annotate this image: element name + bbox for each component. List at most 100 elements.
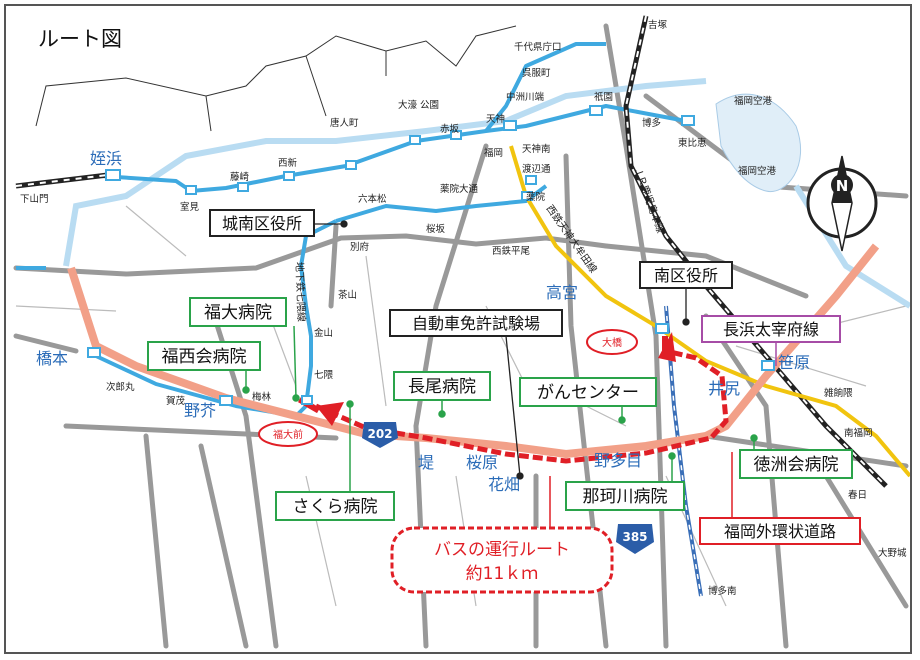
fukunishi-hosp-box: 福西会病院	[147, 341, 261, 371]
route-map: ルート図 N 姪浜 橋本 野芥 高宮 井尻 笹原 堤 桜原 野多目 花畑 千代県…	[4, 4, 912, 654]
route-202-number: 202	[367, 427, 392, 441]
ohashi-oval: 大橋	[586, 329, 638, 355]
nagao-hosp-label: 長尾病院	[408, 377, 476, 397]
stn-sakurazaka: 桜坂	[426, 223, 446, 235]
nagao-hosp-box: 長尾病院	[393, 371, 491, 401]
stn-muromi: 室見	[180, 201, 200, 213]
stn-nanakuma: 七隈	[314, 370, 334, 381]
place-notame: 野多目	[594, 451, 642, 470]
map-title: ルート図	[38, 27, 122, 51]
gaikan-box: 福岡外環状道路	[699, 517, 861, 545]
stn-kasuga: 春日	[848, 489, 867, 501]
fukudai-hosp-box: 福大病院	[189, 297, 287, 327]
hospital-leaders	[242, 325, 758, 492]
station-markers	[87, 105, 775, 406]
driving-test-label: 自動車免許試験場	[412, 314, 540, 333]
place-meinohama: 姪浜	[90, 149, 122, 168]
fukudaimae-label: 福大前	[273, 428, 303, 441]
stn-minamifukuoka: 南福岡	[844, 427, 873, 439]
stn-nishitetsuhirao: 西鉄平尾	[492, 245, 530, 257]
nishitetsu-line	[509, 145, 910, 478]
stn-befu: 別府	[350, 241, 370, 253]
stn-tenjinminami: 天神南	[522, 143, 551, 155]
nagahama-box: 長浜太宰府線	[701, 315, 841, 343]
stn-ohori: 大濠 公園	[398, 99, 439, 111]
fukudaimae-oval: 福大前	[258, 421, 318, 447]
nagahama-label: 長浜太宰府線	[723, 320, 819, 339]
tokushu-hosp-label: 徳洲会病院	[754, 455, 839, 475]
stn-shimoyamato: 下山門	[20, 194, 49, 205]
route-385-shield: 385	[616, 524, 654, 554]
stn-chiyo: 千代県庁口	[514, 41, 562, 53]
sakura-hosp-label: さくら病院	[293, 497, 378, 517]
stn-fukuokakuko-top: 福岡空港	[734, 95, 773, 107]
driving-test-box: 自動車免許試験場	[389, 309, 563, 337]
compass: N	[806, 155, 878, 252]
office-leaders	[314, 220, 690, 480]
nakagawa-hosp-box: 那珂川病院	[565, 481, 685, 511]
nakagawa-hosp-label: 那珂川病院	[583, 487, 668, 507]
minami-ward-box: 南区役所	[639, 261, 733, 289]
ohashi-label: 大橋	[602, 336, 622, 349]
ward-boundaries	[35, 25, 517, 132]
gaikan-label: 福岡外環状道路	[724, 522, 836, 541]
main-road-202	[67, 243, 880, 458]
route-info-line2: 約11ｋｍ	[466, 564, 539, 584]
stn-gion: 祇園	[594, 91, 613, 103]
compass-letter: N	[836, 177, 849, 195]
stn-nishijin: 西新	[278, 157, 298, 169]
place-noke: 野芥	[184, 401, 216, 420]
place-names: 姪浜 橋本 野芥 高宮 井尻 笹原 堤 桜原 野多目 花畑	[36, 149, 810, 494]
stn-yakuinodori: 薬院大通	[440, 183, 479, 195]
stn-yakuin: 薬院	[526, 191, 546, 203]
map-canvas: ルート図 N 姪浜 橋本 野芥 高宮 井尻 笹原 堤 桜原 野多目 花畑 千代県…	[13, 15, 910, 649]
stn-fujisaki: 藤崎	[230, 171, 250, 183]
airport-lake	[715, 93, 801, 193]
place-sakurahara: 桜原	[466, 453, 498, 472]
stn-akasaka: 赤坂	[440, 124, 460, 135]
stn-tojinmachi: 唐人町	[330, 117, 359, 129]
station-names: 千代県庁口 呉服町 中洲川端 祇園 博多 東比恵 福岡空港 福岡空港 吉塚 天神…	[20, 20, 907, 597]
route-202-shield: 202	[362, 422, 398, 448]
stn-kamo: 賀茂	[166, 395, 186, 407]
stn-chayama: 茶山	[338, 289, 357, 301]
gan-center-label: がんセンター	[537, 383, 639, 403]
route-info-line1: バスの運行ルート	[434, 540, 570, 560]
stn-kanayama: 金山	[314, 327, 333, 339]
minami-ward-label: 南区役所	[654, 266, 718, 285]
route-385-number: 385	[622, 530, 647, 544]
stn-jirokumaru: 次郎丸	[106, 381, 135, 393]
place-hashimoto: 橋本	[36, 349, 68, 368]
stn-hakataminami: 博多南	[708, 585, 737, 597]
stn-umebayashi: 梅林	[252, 391, 272, 403]
place-sasahara: 笹原	[778, 353, 810, 372]
label-nanakuma-line: 地下鉄七隈線	[293, 262, 308, 322]
place-tsutsumi: 堤	[418, 453, 434, 472]
route-info-box: バスの運行ルート 約11ｋｍ	[390, 526, 614, 594]
stn-onojo: 大野城	[878, 547, 907, 559]
bus-route	[314, 348, 729, 464]
sakura-hosp-box: さくら病院	[275, 491, 395, 521]
place-hanahata: 花畑	[488, 475, 520, 494]
stn-watanabedori: 渡辺通	[522, 163, 551, 175]
stn-nakasu: 中洲川端	[506, 91, 545, 103]
stn-ropponmatsu: 六本松	[358, 193, 387, 205]
tokushu-hosp-box: 徳洲会病院	[739, 449, 853, 479]
stn-hakata: 博多	[642, 117, 661, 129]
bus-route-arrow-left	[316, 402, 344, 426]
gan-center-box: がんセンター	[519, 377, 657, 407]
fukunishi-hosp-label: 福西会病院	[162, 347, 247, 367]
stn-fukuokakuko: 福岡空港	[738, 165, 777, 177]
jonan-ward-label: 城南区役所	[222, 214, 302, 233]
stn-tenjin: 天神	[486, 113, 505, 125]
fukudai-hosp-label: 福大病院	[204, 303, 272, 323]
stn-higashihie: 東比恵	[678, 137, 707, 149]
stn-gofukumachi: 呉服町	[522, 68, 551, 79]
place-takamiya: 高宮	[546, 283, 578, 302]
stn-fukuoka: 福岡	[484, 147, 503, 159]
jonan-ward-box: 城南区役所	[209, 209, 315, 237]
stn-zasshonokuma: 雑餉隈	[824, 387, 853, 399]
stn-yoshizuka: 吉塚	[648, 20, 668, 31]
bus-route-arrow-stem	[662, 336, 668, 358]
place-ijiri: 井尻	[708, 379, 740, 398]
